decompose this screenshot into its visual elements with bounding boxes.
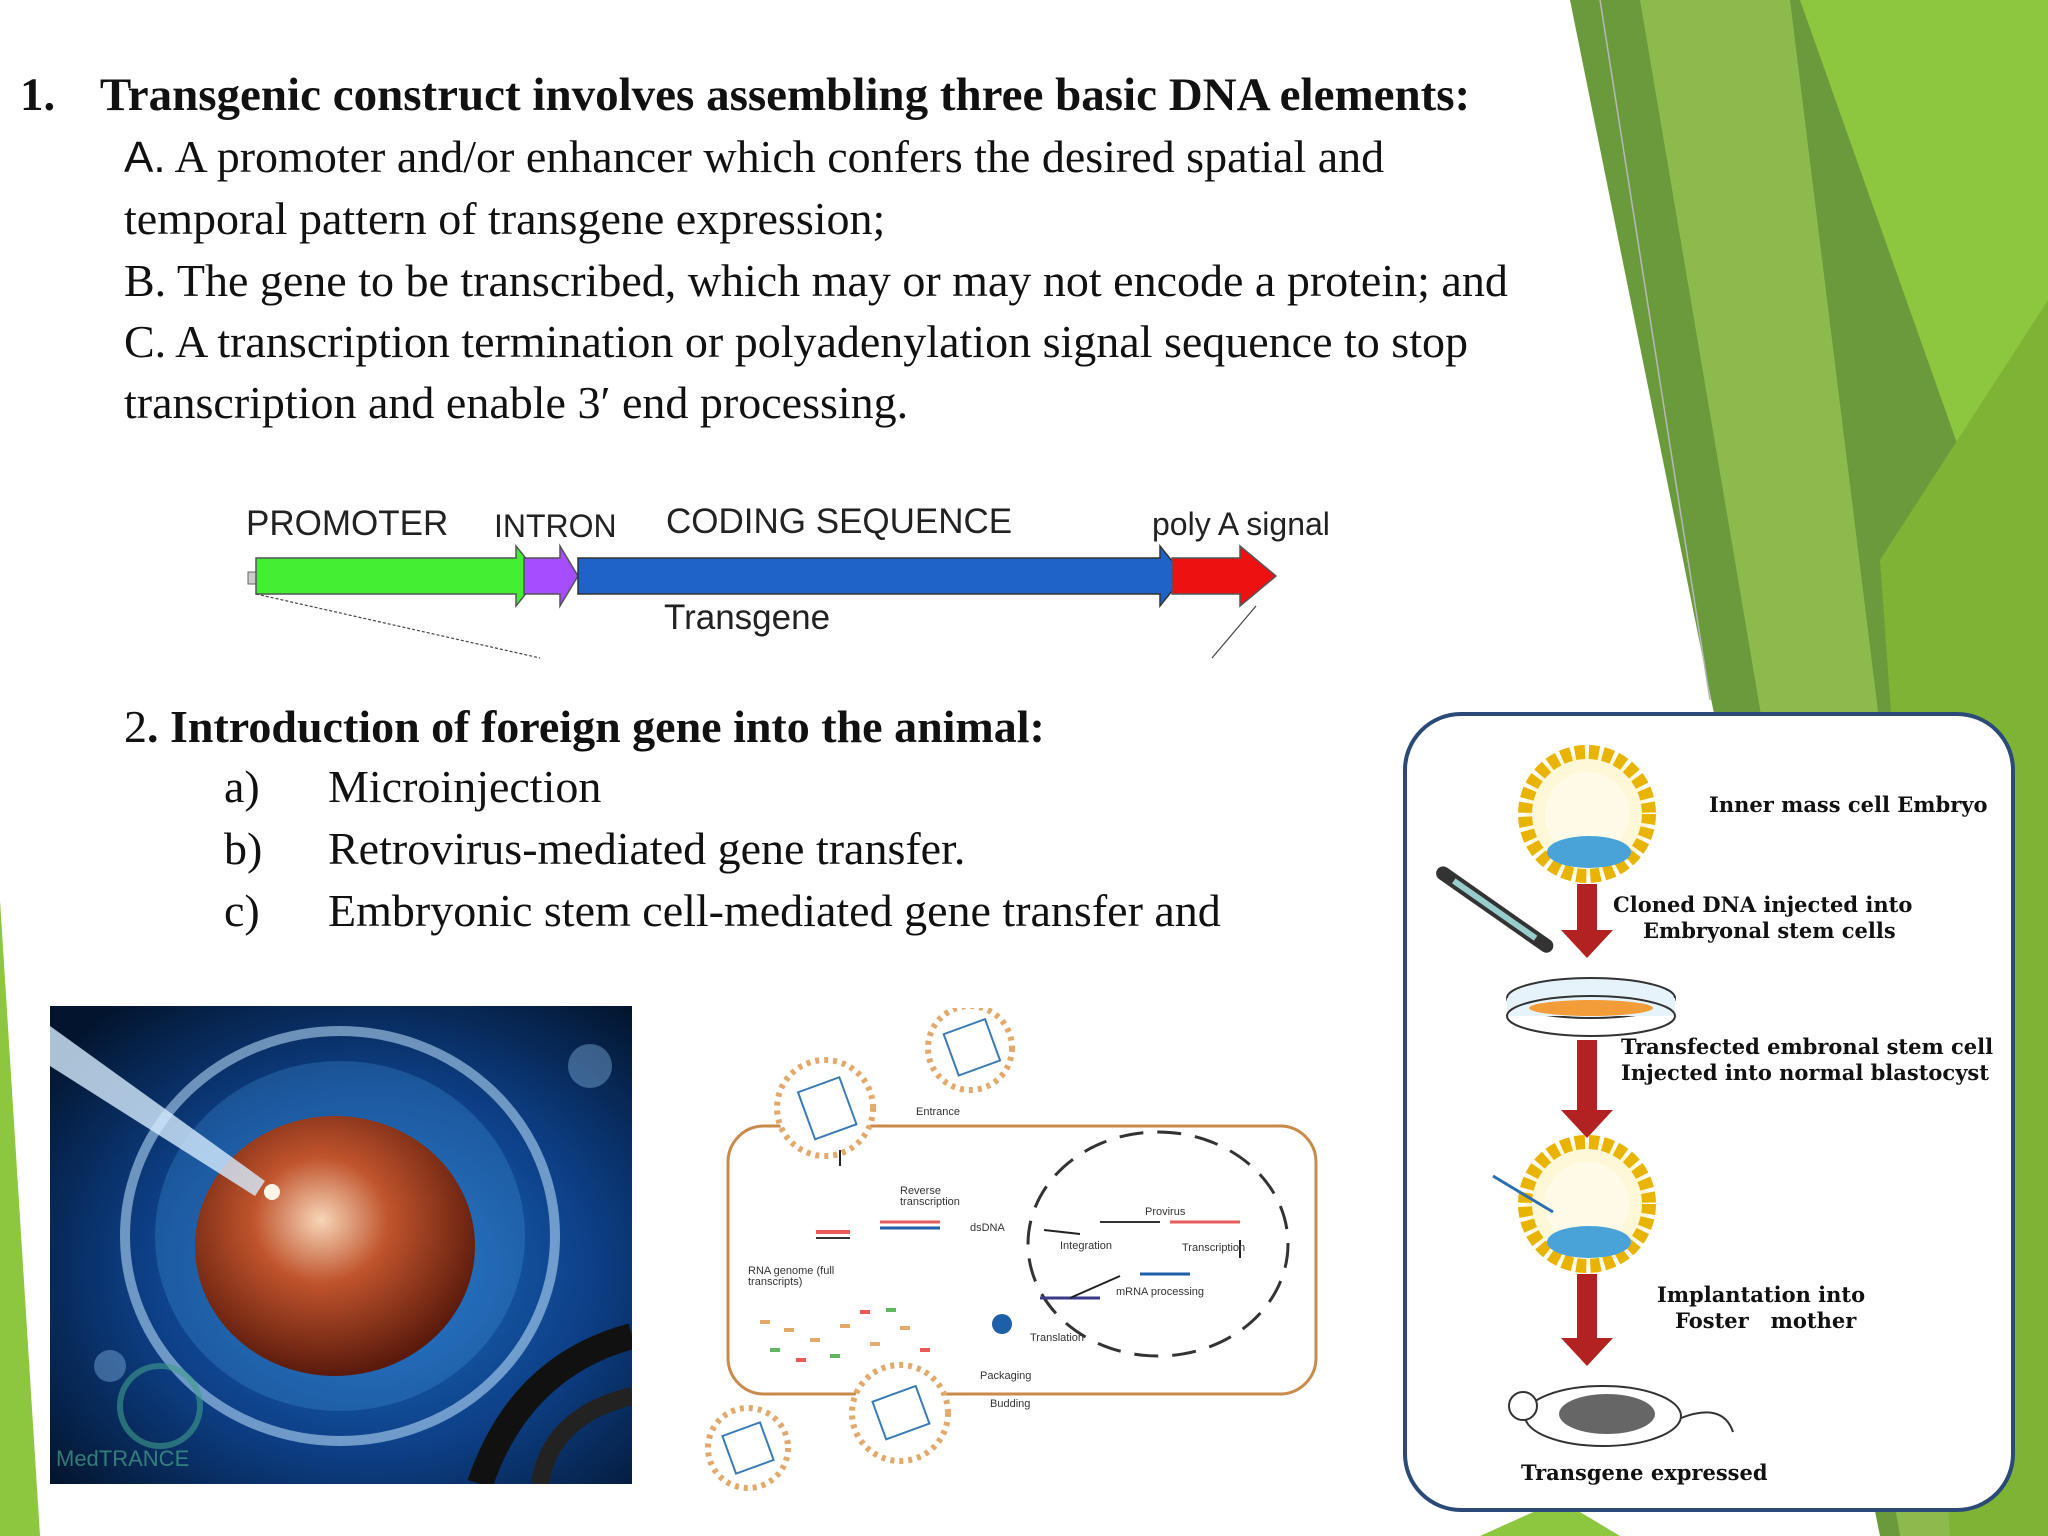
promoter-arrow (255, 543, 541, 609)
virion-entrance (774, 1057, 876, 1159)
mouse-icon (1508, 1385, 1734, 1447)
item-c-text: Embryonic stem cell-mediated gene transf… (328, 885, 1221, 936)
retrovirus-illustration (705, 1008, 1318, 1491)
section1-item-c-cont: transcription and enable 3′ end processi… (124, 377, 909, 428)
promoter-label: PROMOTER (246, 504, 449, 543)
construct-diagram: PROMOTER INTRON CODING SEQUENCE poly A s… (240, 490, 1360, 670)
label-budding: Budding (990, 1398, 1031, 1410)
microinjection-illustration (50, 1006, 632, 1484)
coding-sequence-label: CODING SEQUENCE (666, 502, 1013, 541)
polya-arrow (1171, 544, 1278, 608)
needle-icon (1436, 866, 1554, 953)
item-a-text: Microinjection (328, 761, 602, 812)
es-step-transfected-1: Transfected embronal stem cell (1621, 1034, 1994, 1059)
construct-arrows (247, 543, 1278, 659)
section1-title: Transgenic construct involves assembling… (99, 69, 1471, 121)
section2-number: 2 (124, 701, 147, 752)
item-a-text: A promoter and/or enhancer which confers… (174, 131, 1385, 182)
intron-arrow (523, 543, 579, 609)
label-transcription: Transcription (1182, 1242, 1246, 1254)
polya-label: poly A signal (1152, 506, 1330, 542)
section1-item-a: A. A promoter and/or enhancer which conf… (124, 134, 1384, 180)
photo-watermark: MedTRANCE (56, 1446, 190, 1471)
es-step-transgene-expressed: Transgene expressed (1521, 1460, 1768, 1485)
section1-number: 1. (20, 69, 56, 121)
label-reverse-transcription: Reverse transcription (900, 1185, 960, 1208)
retrovirus-diagram: Entrance Reverse transcription dsDNA Int… (700, 1008, 1320, 1508)
coding-arrow (577, 543, 1185, 609)
embryo-top (1518, 745, 1656, 883)
label-rna-genome: RNA genome (full transcripts) (748, 1265, 835, 1288)
es-flow-illustration (1403, 712, 2015, 1512)
petri-dish-icon (1506, 977, 1676, 1037)
label-provirus: Provirus (1145, 1206, 1186, 1218)
es-step-implantation-1: Implantation into (1657, 1282, 1866, 1307)
es-step-implantation-2: Foster mother (1675, 1308, 1857, 1333)
virion-bottom-left (705, 1405, 791, 1491)
label-integration: Integration (1060, 1240, 1112, 1252)
section1-item-b: B. The gene to be transcribed, which may… (124, 255, 1508, 306)
label-packaging: Packaging (980, 1370, 1032, 1382)
section2-item-c: c) Embryonic stem cell-mediated gene tran… (224, 888, 1221, 934)
item-a-marker: A. (124, 133, 166, 182)
label-mrna-processing: mRNA processing (1116, 1286, 1205, 1298)
item-c-marker: c) (224, 885, 260, 936)
intron-label: INTRON (494, 508, 617, 544)
label-translation: Translation (1030, 1332, 1085, 1344)
label-entrance: Entrance (916, 1106, 961, 1118)
item-a-marker: a) (224, 761, 260, 812)
es-cell-flowchart: Inner mass cell Embryo Cloned DNA inject… (1403, 712, 2015, 1512)
embryo-injected (1492, 1135, 1656, 1273)
transgene-label: Transgene (664, 598, 831, 637)
es-step-transfected-2: Injected into normal blastocyst (1621, 1060, 1989, 1085)
section1-item-c: C. A transcription termination or polyad… (124, 316, 1468, 367)
label-dsdna: dsDNA (970, 1222, 1005, 1234)
virion-budding (849, 1362, 951, 1464)
section1-heading: 1. Transgenic construct involves assembl… (20, 68, 1470, 122)
es-step-cloned-dna-1: Cloned DNA injected into (1613, 892, 1913, 917)
section2-item-a: a) Microinjection (224, 764, 601, 810)
es-step-embryo: Inner mass cell Embryo (1709, 792, 1988, 817)
section1-item-a-cont: temporal pattern of transgene expression… (124, 193, 886, 244)
section2-title: . Introduction of foreign gene into the … (147, 701, 1045, 752)
item-b-text: Retrovirus-mediated gene transfer. (328, 823, 966, 874)
section2-item-b: b) Retrovirus-mediated gene transfer. (224, 826, 965, 872)
virion-top-right (925, 1008, 1015, 1093)
es-step-cloned-dna-2: Embryonal stem cells (1643, 918, 1896, 943)
item-b-marker: b) (224, 823, 263, 874)
section2-heading: 2. Introduction of foreign gene into the… (124, 700, 1045, 753)
microinjection-photo: MedTRANCE (50, 1006, 632, 1484)
